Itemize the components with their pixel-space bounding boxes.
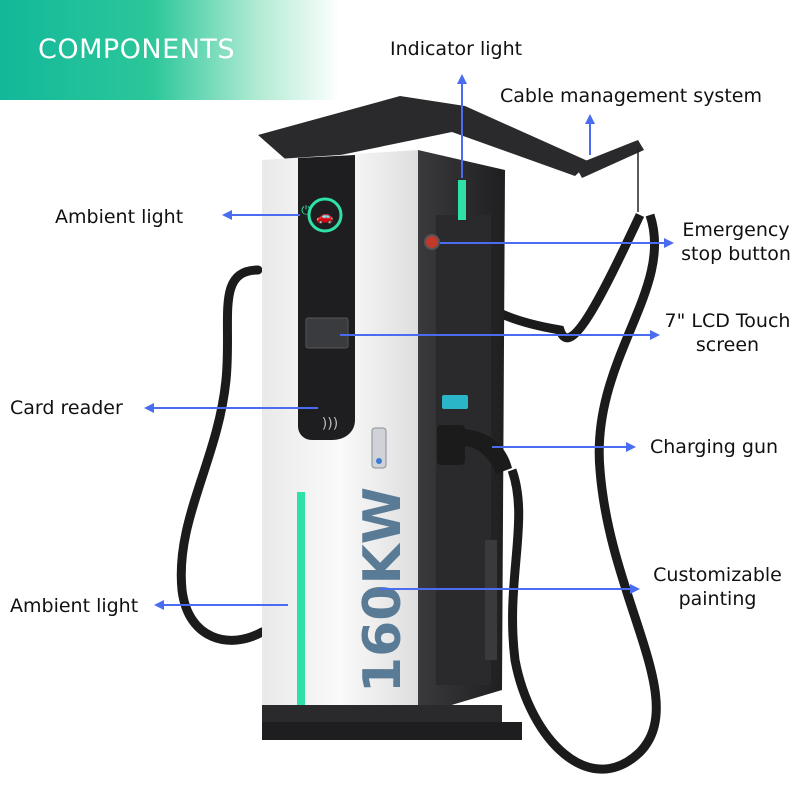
left-cable	[176, 265, 267, 645]
nfc-icon: )))	[322, 416, 338, 432]
canopy	[258, 96, 590, 176]
ambient-ring	[307, 197, 343, 233]
lcd-screen	[305, 317, 349, 349]
banner-title: COMPONENTS	[38, 34, 236, 65]
indicator-light-strip	[458, 180, 466, 220]
cable-arm	[575, 140, 644, 178]
label-charging-gun: Charging gun	[650, 436, 779, 458]
side-vent	[485, 540, 497, 660]
components-banner: COMPONENTS	[0, 0, 340, 100]
label-lcd: 7" LCD Touch screen	[655, 309, 800, 357]
cabinet-base-foot	[262, 722, 522, 740]
gun-label-plate	[442, 395, 468, 409]
charging-gun	[448, 429, 512, 474]
ev-plug-icon: ⏻	[301, 203, 311, 217]
label-painting-line1: Customizable	[653, 564, 782, 586]
label-indicator-light: Indicator light	[390, 38, 523, 60]
label-cable-management: Cable management system	[500, 85, 762, 107]
door-lock	[376, 458, 382, 464]
label-lcd-line2: screen	[695, 334, 760, 356]
label-ambient-light-top: Ambient light	[55, 206, 184, 228]
car-icon: 🚗	[316, 209, 333, 225]
label-emergency-stop-line1: Emergency	[682, 219, 790, 241]
label-card-reader: Card reader	[10, 397, 123, 419]
cabinet-base	[262, 705, 502, 727]
label-ambient-light-bottom: Ambient light	[10, 595, 139, 617]
label-emergency-stop: Emergency stop button	[672, 218, 800, 266]
label-customizable-painting: Customizable painting	[640, 563, 795, 611]
door-handle	[371, 427, 387, 469]
emergency-stop-button	[424, 234, 440, 250]
label-painting-line2: painting	[678, 588, 757, 610]
ambient-light-strip	[297, 492, 305, 710]
label-lcd-line1: 7" LCD Touch	[664, 310, 791, 332]
label-emergency-stop-line2: stop button	[681, 243, 791, 265]
right-cable-long	[507, 213, 661, 774]
